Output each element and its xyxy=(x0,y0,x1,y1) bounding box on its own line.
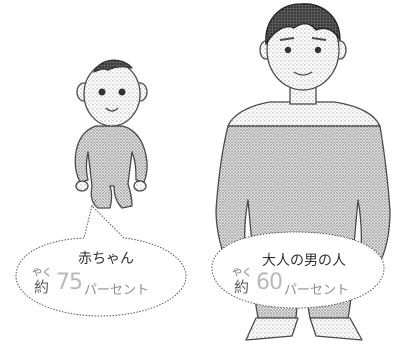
adult-brow-left xyxy=(279,37,295,41)
baby-hair xyxy=(93,59,133,73)
baby-ruby: やく xyxy=(32,268,52,279)
adult-approx: 約 xyxy=(234,278,250,296)
baby-figure xyxy=(74,59,148,209)
adult-eye-left xyxy=(284,46,292,54)
adult-foot-right xyxy=(309,317,363,341)
adult-percent: 60 xyxy=(256,270,283,295)
baby-callout-bubble xyxy=(15,205,187,317)
baby-percent: 75 xyxy=(56,270,83,295)
baby-hand-right xyxy=(133,180,147,192)
adult-ruby: やく xyxy=(232,268,252,279)
adult-brow-right xyxy=(311,37,327,41)
adult-foot-left xyxy=(245,317,299,341)
adult-callout-bubble xyxy=(211,231,385,309)
baby-mouth xyxy=(105,107,119,112)
baby-hand-left xyxy=(75,180,89,192)
baby-label: 赤ちゃん xyxy=(78,251,134,267)
baby-body xyxy=(74,125,148,209)
adult-shoulders xyxy=(227,101,381,127)
baby-eye-left xyxy=(98,88,106,96)
adult-label: 大人の男の人 xyxy=(262,253,346,269)
adult-mouth xyxy=(293,71,313,76)
baby-approx: 約 xyxy=(34,278,50,296)
adult-unit: パーセント xyxy=(284,283,350,298)
adult-hair xyxy=(265,3,341,45)
baby-eye-right xyxy=(118,88,126,96)
baby-unit: パーセント xyxy=(84,283,150,298)
baby-head xyxy=(83,61,141,127)
baby-leader-line xyxy=(91,199,97,207)
adult-eye-right xyxy=(314,46,322,54)
